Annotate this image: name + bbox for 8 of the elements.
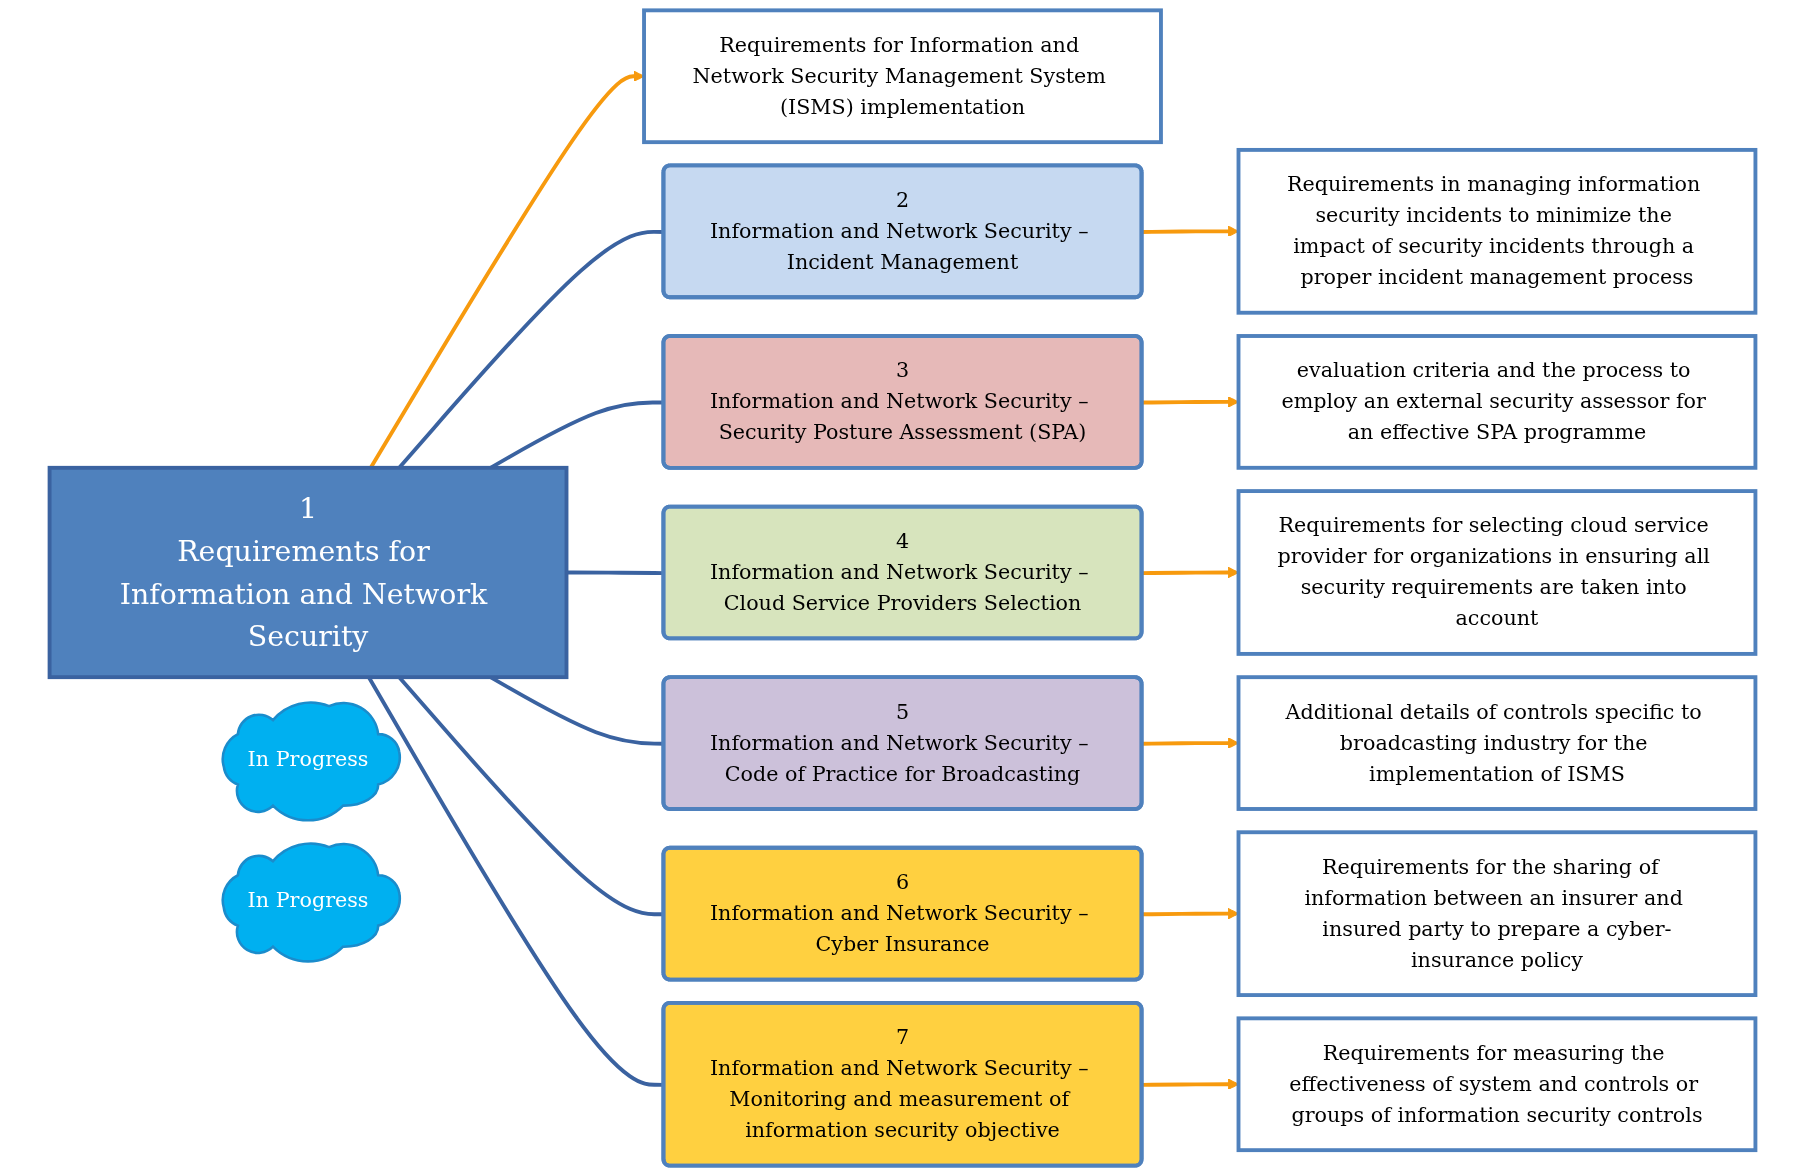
node-box: 1 Requirements for Information and Network Security bbox=[47, 465, 569, 680]
node-box: Requirements for selecting cloud service provider for organizations in ensuring all security requirements are taken into account bbox=[1236, 489, 1758, 656]
node-box: Requirements in managing information security incidents to minimize the impact of security incidents through a proper incident management process bbox=[1236, 147, 1758, 315]
node-box: Requirements for measuring the effectiveness of system and controls or groups of information security controls bbox=[1236, 1016, 1758, 1153]
node-box: Requirements for the sharing of information between an insurer and insured party to prepare a cyber-insurance policy bbox=[1236, 830, 1758, 998]
node-box: Requirements for Information and Network Security Management System (ISMS) implementation bbox=[642, 8, 1163, 145]
node-box: Additional details of controls specific to broadcasting industry for the implementation of ISMS bbox=[1236, 675, 1758, 811]
node-box: evaluation criteria and the process to employ an external security assessor for an effective SPA programme bbox=[1236, 334, 1758, 470]
